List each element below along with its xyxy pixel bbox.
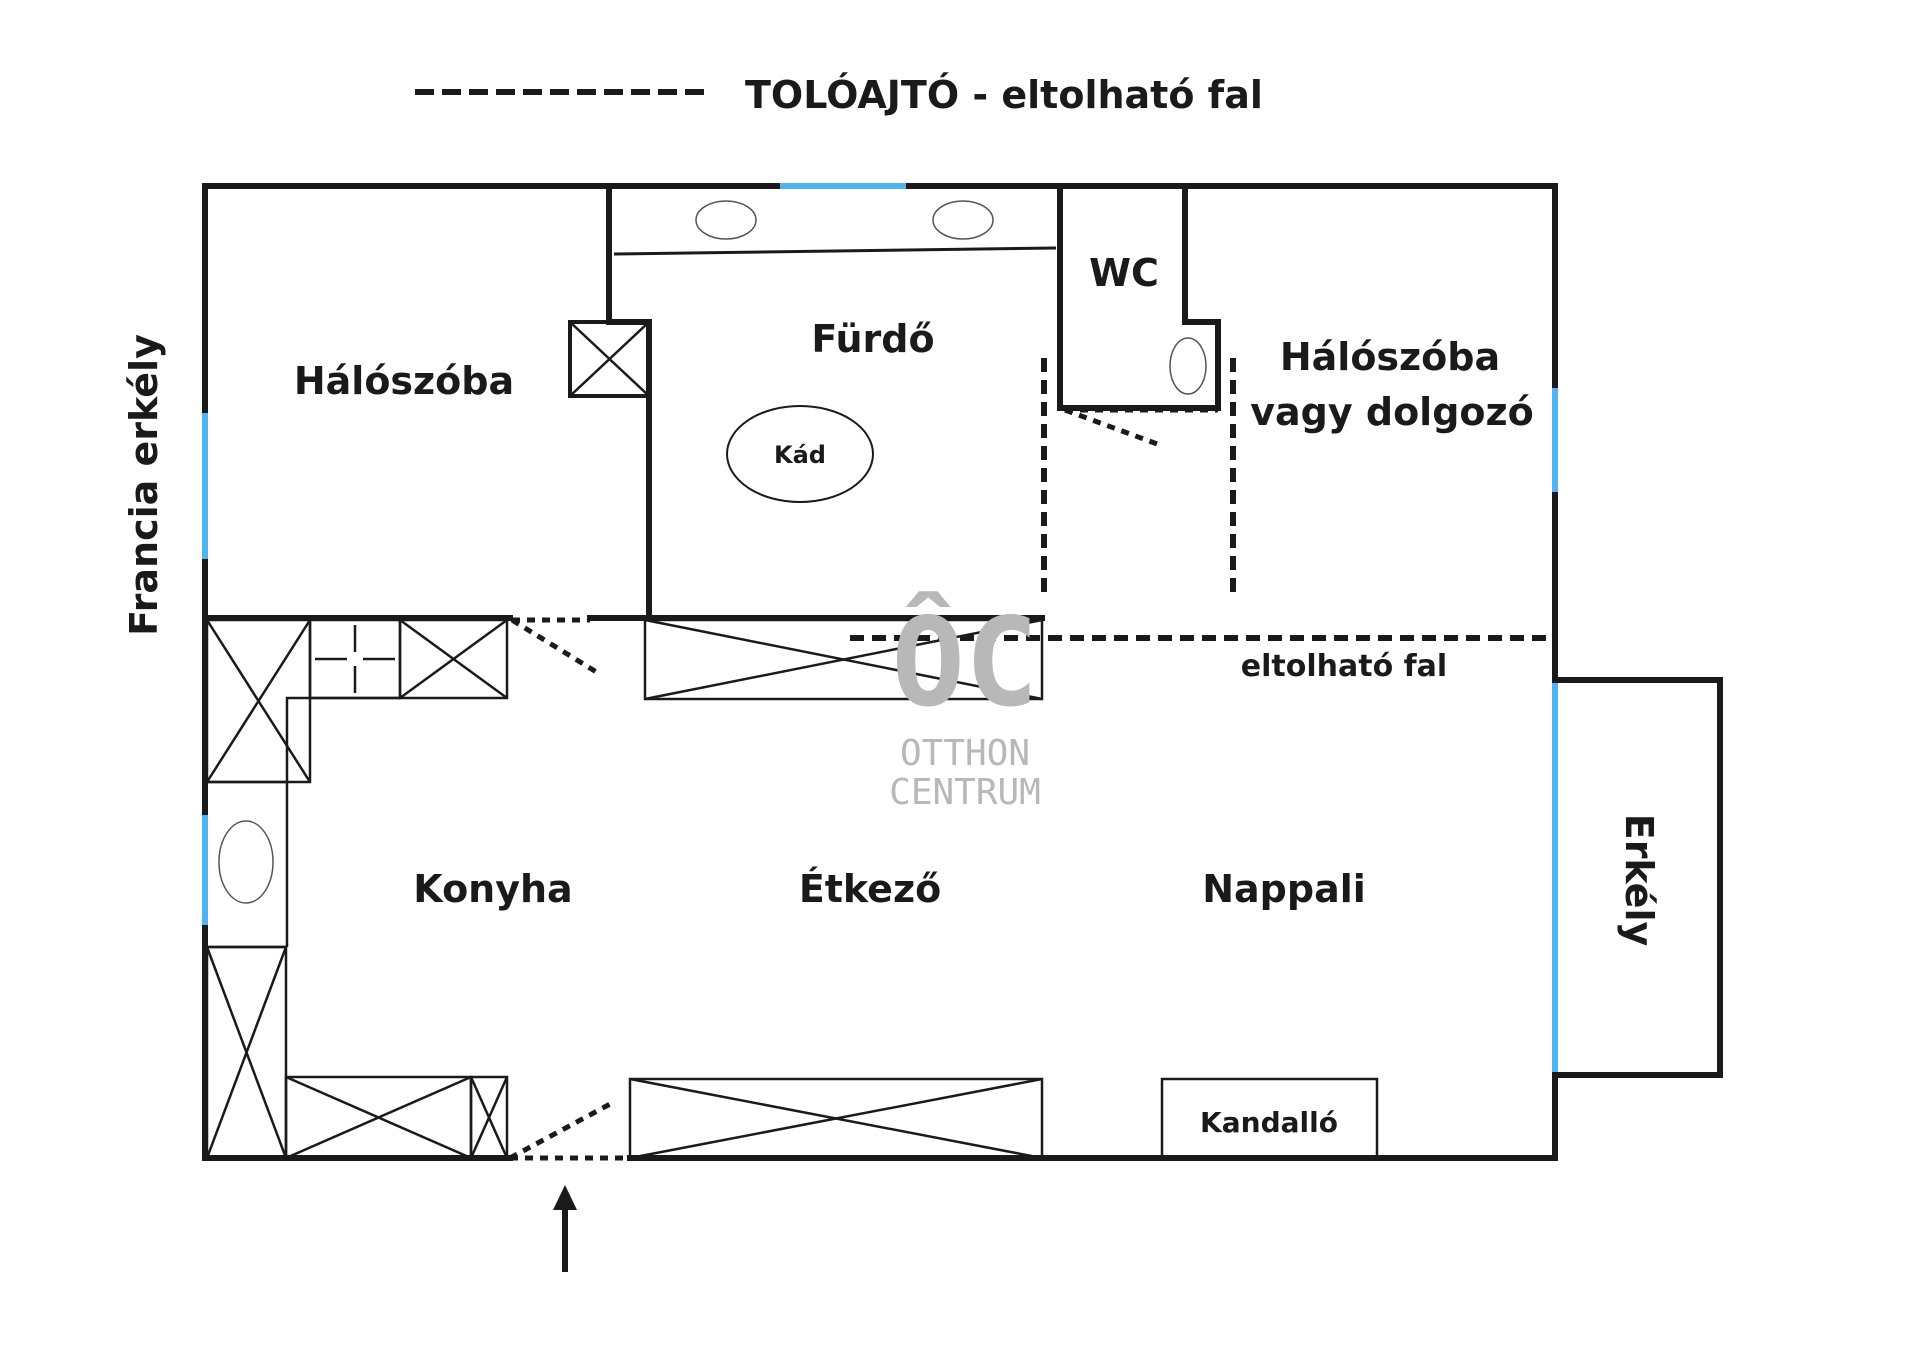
kitchen-cabinet-left-lower	[205, 945, 288, 1160]
windows	[202, 183, 1558, 1075]
washbasin-1	[695, 200, 757, 240]
dining-cabinet-bottom	[628, 1077, 1044, 1160]
room-label-bathroom: Fürdő	[811, 317, 934, 361]
wc-toilet	[1169, 337, 1207, 395]
room-label-kitchen: Konyha	[413, 867, 572, 911]
kitchen-counter-outline	[285, 696, 400, 947]
sliding-walls	[850, 358, 1555, 641]
washbasin-2	[932, 200, 994, 240]
room-label-bedroom-left: Hálószóba	[294, 359, 514, 403]
bathtub-label: Kád	[774, 441, 826, 469]
washbasins	[218, 200, 1207, 904]
room-label-dining: Étkező	[799, 867, 941, 911]
legend-text: TOLÓAJTÓ - eltolható fal	[745, 73, 1263, 117]
room-label-living: Nappali	[1202, 867, 1366, 911]
watermark-line1: OTTHON	[900, 733, 1030, 774]
vanity-counter-line	[613, 246, 1057, 256]
room-label-french-balcony: Francia erkély	[122, 334, 166, 636]
fireplace-label: Kandalló	[1200, 1106, 1338, 1139]
bathtub	[726, 405, 874, 503]
shaft-box	[568, 320, 651, 398]
room-label-balcony: Erkély	[1617, 814, 1661, 947]
kitchen-cabinet-bottom	[284, 1075, 473, 1160]
watermark-logo: ÔC	[892, 592, 1039, 734]
watermark: ÔC OTTHON CENTRUM	[889, 592, 1041, 813]
entrance-arrow-icon	[553, 1185, 577, 1272]
kitchen-cabinet-corner	[205, 618, 312, 784]
room-label-bedroom-right-2: vagy dolgozó	[1250, 390, 1533, 434]
sliding-wall-label: eltolható fal	[1241, 649, 1447, 684]
room-label-bedroom-right-1: Hálószóba	[1280, 335, 1500, 379]
watermark-line2: CENTRUM	[889, 772, 1041, 813]
kitchen-cabinet-box	[398, 618, 509, 700]
dining-cabinet-top	[643, 618, 1044, 701]
cabinets	[205, 320, 1044, 1160]
door-swings	[508, 407, 1218, 1161]
legend: TOLÓAJTÓ - eltolható fal	[415, 73, 1263, 117]
stove	[308, 618, 402, 700]
room-labels: Hálószóba Fürdő Kád WC Hálószóba vagy do…	[122, 251, 1661, 1139]
kitchen-sink	[218, 820, 274, 904]
kitchen-cabinet-bottom-small	[469, 1075, 509, 1160]
fireplace	[1160, 1077, 1379, 1160]
room-label-wc: WC	[1089, 251, 1159, 295]
